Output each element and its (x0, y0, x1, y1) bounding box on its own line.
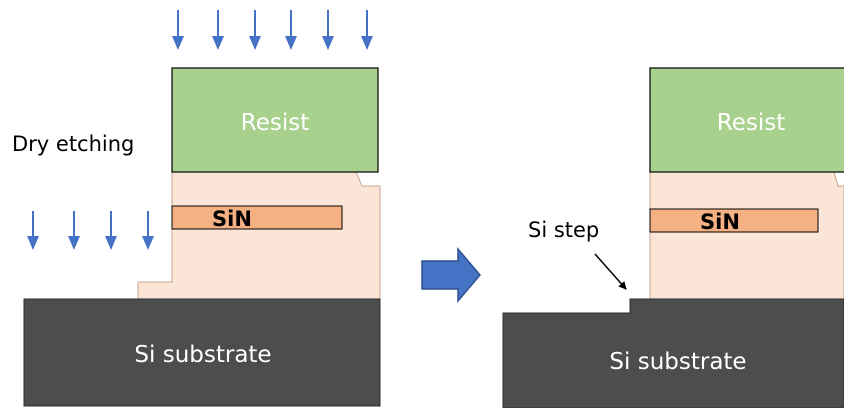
sin-label: SiN (212, 207, 252, 231)
resist-label: Resist (717, 110, 785, 136)
etch-arrow (361, 10, 373, 50)
process-arrow (421, 246, 481, 304)
etch-arrow (322, 10, 334, 50)
resist-label: Resist (241, 110, 309, 136)
etch-arrow (27, 211, 39, 250)
sin-label: SiN (700, 210, 740, 234)
etch-arrow (105, 211, 117, 250)
resist-layer (649, 67, 844, 173)
cladding-layer (137, 171, 381, 300)
etch-arrows-top (172, 10, 373, 50)
resist-layer (171, 67, 379, 173)
substrate-label: Si substrate (134, 342, 271, 368)
etch-arrow (68, 211, 80, 250)
si-step-label: Si step (528, 218, 599, 242)
right-panel: SiN Resist Si substrate Si step (502, 67, 844, 408)
sin-waveguide (171, 205, 343, 230)
left-panel: Dry etching SiN Resist Si substrate (12, 10, 381, 407)
si-substrate (23, 298, 381, 407)
etch-arrow (285, 10, 297, 50)
si-substrate (502, 298, 844, 408)
dry-etching-label: Dry etching (12, 132, 134, 156)
sin-waveguide (649, 208, 819, 233)
si-step-pointer (594, 253, 627, 290)
etch-arrow (249, 10, 261, 50)
etch-arrow (212, 10, 224, 50)
cladding-layer (649, 171, 844, 300)
etch-arrow (172, 10, 184, 50)
etch-arrows-left (27, 211, 154, 250)
substrate-label: Si substrate (609, 349, 746, 375)
etch-arrow (142, 211, 154, 250)
